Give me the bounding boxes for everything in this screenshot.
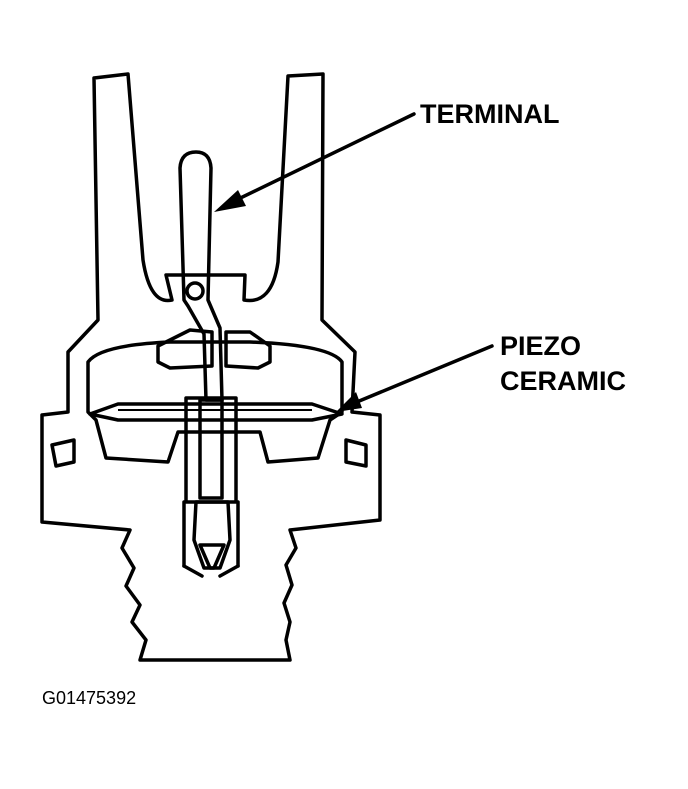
piezo-ceramic-disc (88, 402, 344, 422)
center-post (184, 396, 238, 504)
terminal-blade (178, 150, 224, 402)
terminal-label: TERMINAL (420, 99, 559, 129)
terminal-leader (226, 112, 416, 206)
piezo-label-line1: PIEZO (500, 331, 581, 361)
left-clip-slot (50, 438, 76, 468)
center-bore (198, 398, 224, 500)
piezo-leader (350, 344, 494, 406)
bore-bottom-right (218, 564, 240, 578)
right-clip-slot (344, 438, 368, 468)
bore-bottom-left (182, 564, 204, 578)
piezo-label-line2: CERAMIC (500, 366, 626, 396)
figure-id: G01475392 (42, 688, 136, 708)
left-insulator (156, 328, 214, 370)
terminal-hole (185, 281, 205, 301)
piezo-arrowhead (336, 392, 362, 412)
lower-plug (192, 500, 232, 570)
right-insulator (224, 330, 272, 370)
terminal-arrowhead (214, 190, 246, 212)
lower-tip (198, 543, 226, 570)
inner-cavity (86, 340, 344, 464)
sensor-housing (40, 72, 382, 662)
